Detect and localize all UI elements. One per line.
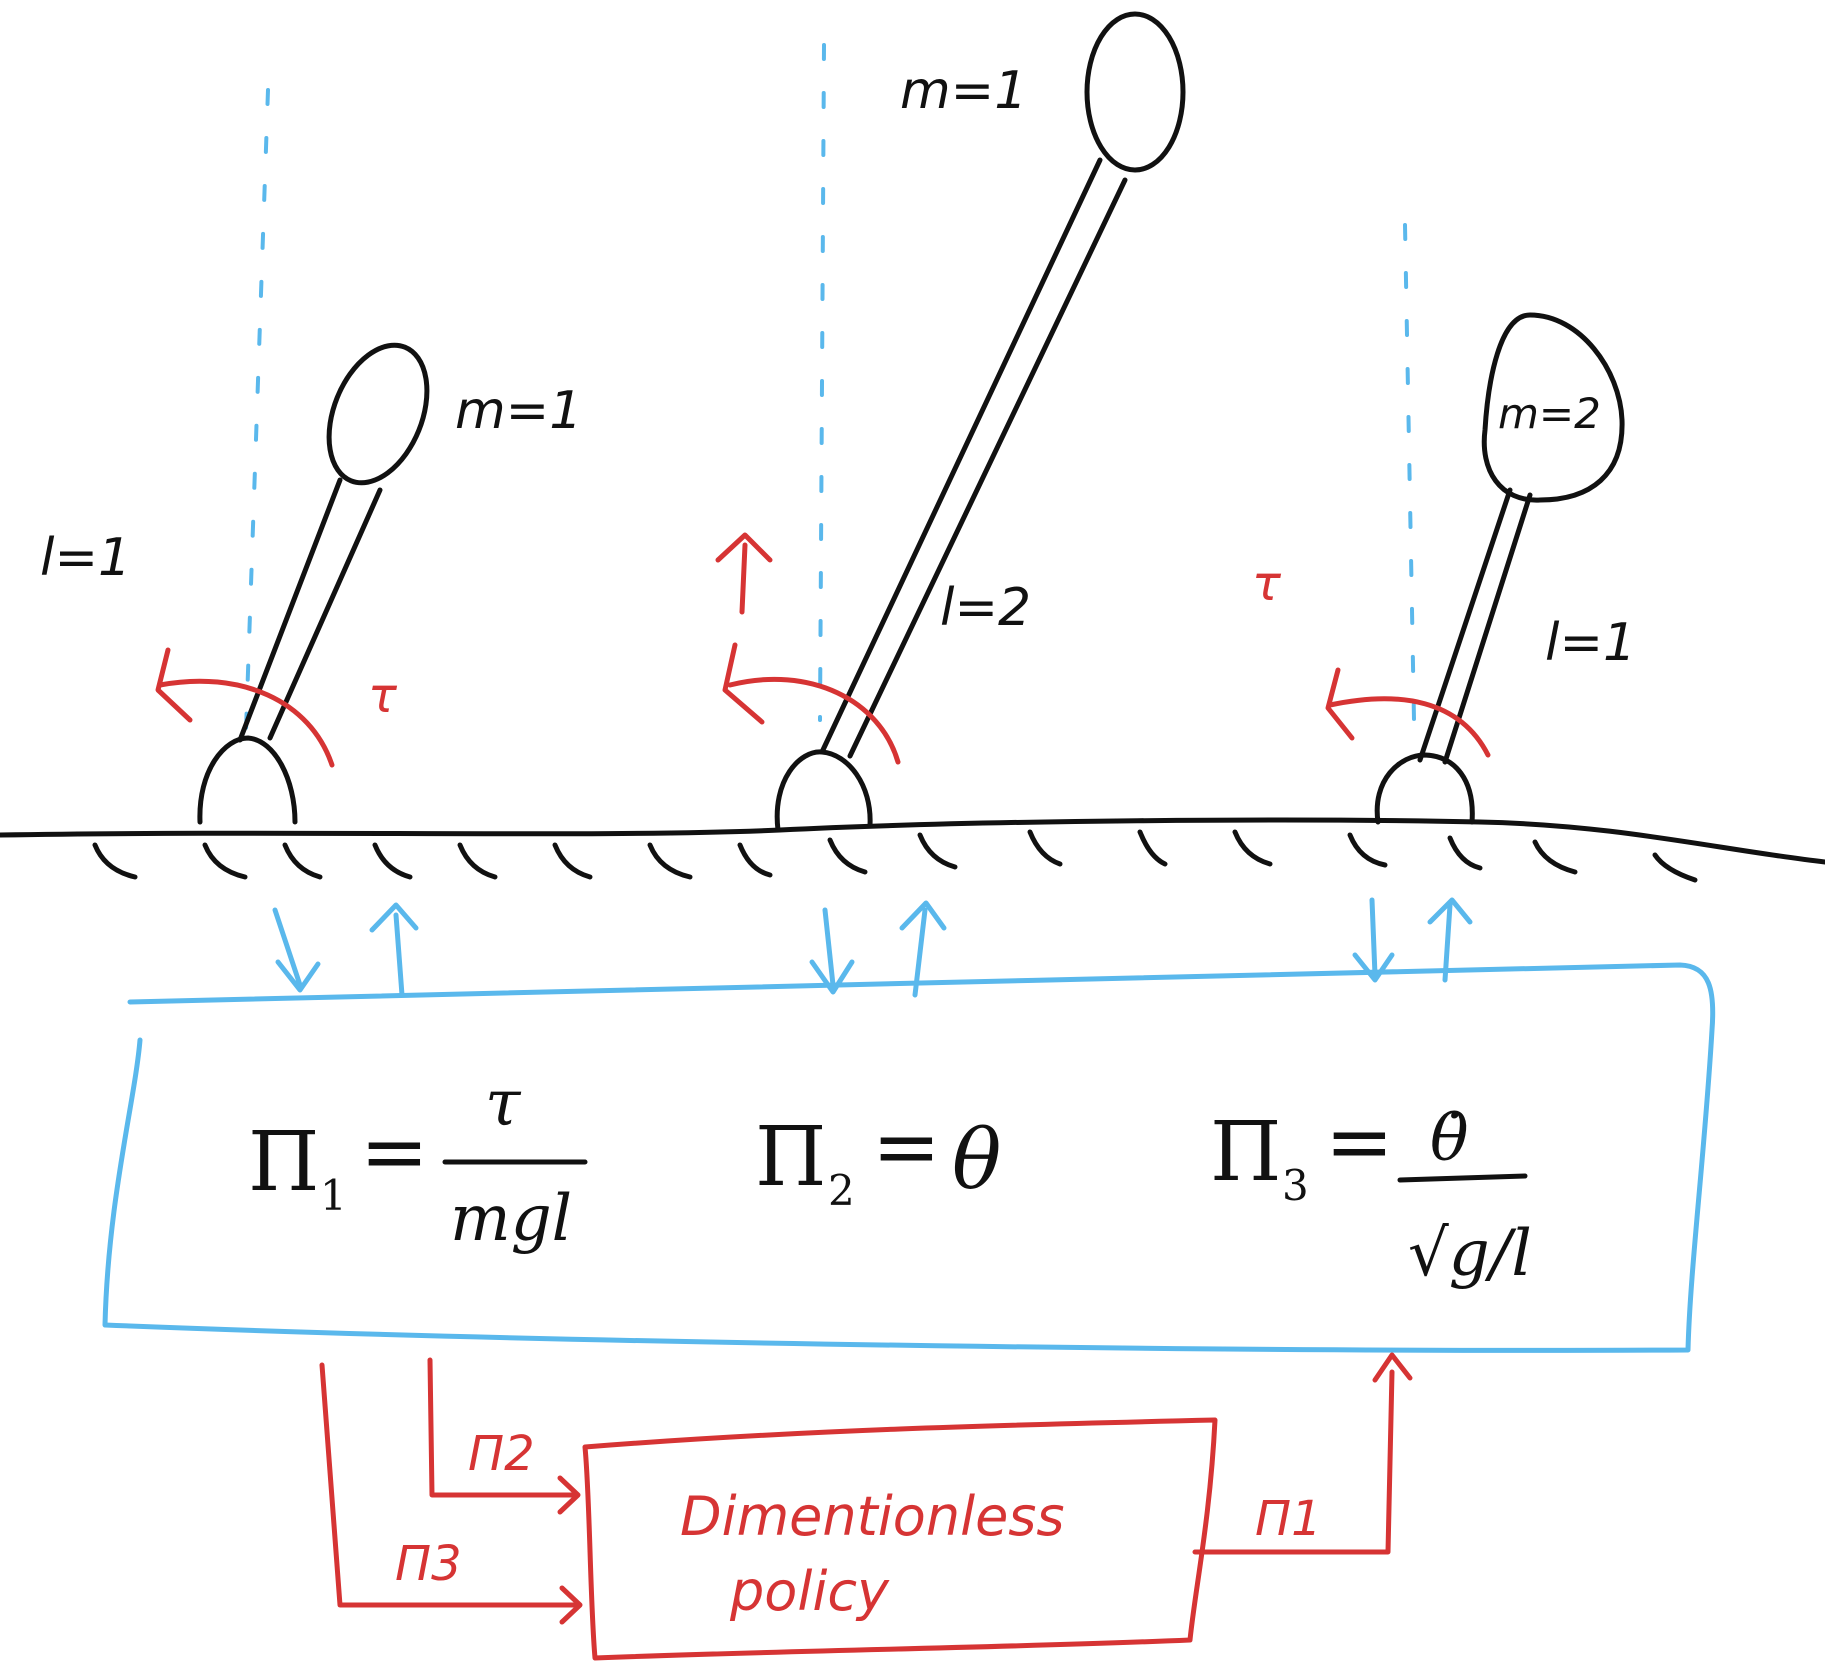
arrow-down-2 bbox=[809, 907, 855, 995]
pi3-fraction-bar bbox=[1397, 1173, 1528, 1183]
torque-arc-2 bbox=[727, 676, 901, 765]
policy-box bbox=[582, 1417, 1218, 1661]
policy-line2: policy bbox=[729, 1560, 890, 1623]
policy-input2-label: Π3 bbox=[395, 1536, 462, 1592]
bob-1 bbox=[326, 342, 430, 486]
pi1-equals: = bbox=[360, 1105, 429, 1200]
pi1-subscript: 1 bbox=[320, 1171, 347, 1220]
torque-arrowhead-3 bbox=[1325, 667, 1355, 741]
torque-arrowhead-2 bbox=[722, 642, 765, 725]
pivot-base-3 bbox=[1374, 752, 1475, 825]
arrow-up-3 bbox=[1427, 897, 1473, 983]
torque-arrow-up-2 bbox=[715, 532, 773, 615]
rod-3 bbox=[1417, 487, 1533, 765]
torque-symbol-1: τ bbox=[368, 668, 398, 724]
length-label-3: l=1 bbox=[1545, 613, 1636, 673]
bob-2 bbox=[1084, 11, 1186, 173]
rod-2 bbox=[819, 157, 1128, 759]
vertical-reference-3 bbox=[1403, 223, 1416, 722]
dimensionless-transform-box bbox=[102, 962, 1716, 1353]
pi3-equals: = bbox=[1325, 1095, 1394, 1190]
pi3-subscript: 3 bbox=[1282, 1161, 1309, 1210]
vertical-reference-1 bbox=[244, 88, 270, 732]
equation-pi1: Π 1 = τ mgl bbox=[248, 1067, 588, 1256]
pi2-subscript: 2 bbox=[828, 1166, 855, 1215]
rod-1 bbox=[237, 477, 383, 743]
connector-pi2-input bbox=[427, 1357, 581, 1515]
pi3-symbol: Π bbox=[1210, 1105, 1282, 1200]
ground bbox=[0, 817, 1825, 883]
pi1-numerator: τ bbox=[485, 1067, 522, 1141]
connector-pi1-output bbox=[1192, 1352, 1413, 1555]
torque-symbol-3: τ bbox=[1252, 556, 1282, 612]
arrow-down-1 bbox=[272, 907, 321, 993]
pivot-base-2 bbox=[774, 749, 873, 833]
connector-pi3-input bbox=[319, 1362, 583, 1625]
pi1-symbol: Π bbox=[248, 1115, 320, 1210]
torque-arc-3 bbox=[1327, 696, 1491, 758]
length-label-2: l=2 bbox=[940, 578, 1031, 638]
pi1-denominator: mgl bbox=[450, 1182, 572, 1256]
policy-block: Dimentionless policy Π2 Π3 Π1 bbox=[319, 1352, 1413, 1661]
torque-arc-1 bbox=[157, 678, 335, 768]
pi2-symbol: Π bbox=[755, 1110, 827, 1205]
arrow-up-1 bbox=[369, 902, 419, 998]
equation-pi2: Π 2 = θ bbox=[755, 1100, 1001, 1215]
policy-line1: Dimentionless bbox=[680, 1485, 1065, 1548]
ground-hatching bbox=[92, 829, 1698, 883]
pivot-base-1 bbox=[197, 735, 298, 825]
mass-label-1: m=1 bbox=[455, 381, 582, 441]
equation-pi3: Π 3 = θ̇ √g/l bbox=[1210, 1095, 1532, 1291]
policy-output-label: Π1 bbox=[1255, 1491, 1322, 1547]
mass-label-2: m=1 bbox=[900, 61, 1027, 121]
torque-arrowhead-1 bbox=[155, 647, 193, 723]
vertical-reference-2 bbox=[818, 43, 826, 722]
policy-input1-label: Π2 bbox=[468, 1426, 535, 1482]
pendulum-1: τ m=1 l=1 bbox=[40, 342, 582, 825]
bob-3 bbox=[1481, 312, 1625, 503]
mass-label-3: m=2 bbox=[1498, 389, 1601, 438]
length-label-1: l=1 bbox=[40, 528, 131, 588]
ground-line bbox=[0, 817, 1825, 865]
pi2-equals: = bbox=[872, 1100, 941, 1195]
pi3-denominator: √g/l bbox=[1408, 1217, 1532, 1291]
vertical-reference-lines bbox=[244, 43, 1416, 732]
pi2-rhs: θ bbox=[952, 1113, 1001, 1208]
pendulum-2: m=1 l=2 bbox=[715, 11, 1186, 833]
pendulum-3: τ m=2 l=1 bbox=[1252, 312, 1636, 825]
blue-transform-arrows bbox=[272, 897, 1473, 998]
pi3-numerator: θ̇ bbox=[1430, 1102, 1469, 1176]
arrow-down-3 bbox=[1352, 897, 1395, 983]
